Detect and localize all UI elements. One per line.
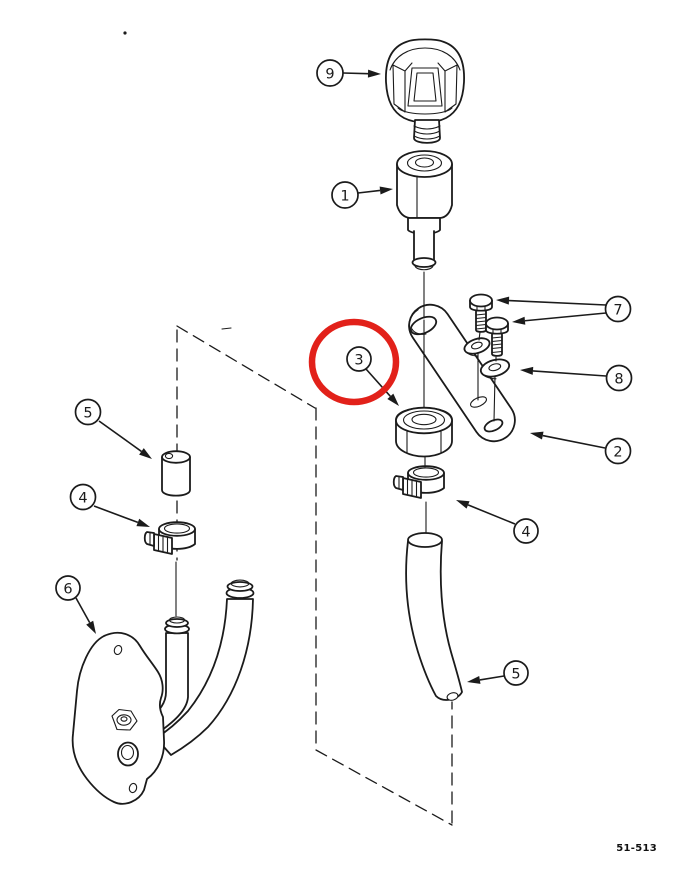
callout-circle [316,59,344,87]
callout-number: 2 [613,444,622,460]
callout-number: 7 [613,302,622,318]
callout-8: 8 [520,364,633,392]
assembly-centerlines [175,271,497,617]
callout-circle [74,398,102,426]
callout-number: 5 [511,666,520,682]
callout-6: 6 [55,575,96,634]
callout-leader-line [98,420,142,453]
callout-number: 1 [340,188,349,204]
arrowhead-icon [467,675,481,684]
callout-9: 9 [316,59,381,87]
part-washer-upper [463,337,491,355]
callout-4-left: 4 [69,483,150,527]
part-manifold [71,579,255,805]
highlight-ellipse [308,318,400,406]
callout-circle [605,364,633,392]
part-nut [395,406,453,458]
callout-circle [346,346,372,372]
callout-leader-line [508,299,607,306]
callout-circle [604,437,632,465]
arrowhead-icon [379,186,393,195]
callout-leader-line [357,189,381,194]
callout-circle [604,295,632,323]
callout-2: 2 [530,431,632,465]
arrowhead-icon [139,448,152,459]
arrowhead-icon [530,431,544,440]
callout-5-right: 5 [467,660,529,686]
arrowhead-icon [520,366,534,375]
highlight-layer [308,318,400,406]
stray-marks [123,31,232,330]
arrowhead-icon [136,518,150,527]
callout-leader-line [467,504,516,525]
arrowhead-icon [387,393,399,406]
callout-leader-line [93,505,139,524]
arrowhead-icon [86,620,96,634]
callout-circle [55,575,81,601]
washer-upper-thickness [463,348,479,357]
part-bolt-upper [469,293,493,333]
callout-leader-line [524,312,607,322]
callout-number: 4 [521,524,530,540]
callout-leader-line [542,434,606,449]
part-bolt-lower [485,316,509,357]
callout-circle [513,518,539,544]
callout-number: 3 [354,352,363,368]
callout-number: 5 [83,405,92,421]
arrowhead-icon [456,500,470,509]
callout-1: 1 [331,181,393,209]
part-valve [396,150,453,271]
callout-number: 9 [325,66,334,82]
callout-number: 6 [63,581,72,597]
callout-leader-line [75,597,91,624]
arrowhead-icon [512,316,526,325]
callout-number: 4 [78,490,87,506]
callout-4-right: 4 [456,500,539,544]
callout-circle [503,660,529,686]
figure-code-label: 51-513 [616,843,657,854]
callout-number: 8 [614,371,623,387]
callout-leader-line [532,370,607,377]
arrowhead-icon [367,69,381,78]
part-clamp-left [143,521,196,555]
callout-7: 7 [496,295,632,325]
part-knob [385,38,465,144]
callout-5-left: 5 [74,398,152,459]
callout-leader-line [342,72,369,75]
part-bracket-plate [408,303,516,443]
washer-8-thickness [479,370,497,380]
part-hose-right [405,532,463,701]
part-clamp-right [392,465,445,499]
callout-circle [331,181,359,209]
arrowhead-icon [496,296,510,305]
callout-leader-line [479,675,505,681]
callout-circle [69,483,97,511]
callout-layer: 9 1 3 7 8 2 4 5 5 4 6 [55,59,633,686]
part-sleeve-left [161,450,191,497]
